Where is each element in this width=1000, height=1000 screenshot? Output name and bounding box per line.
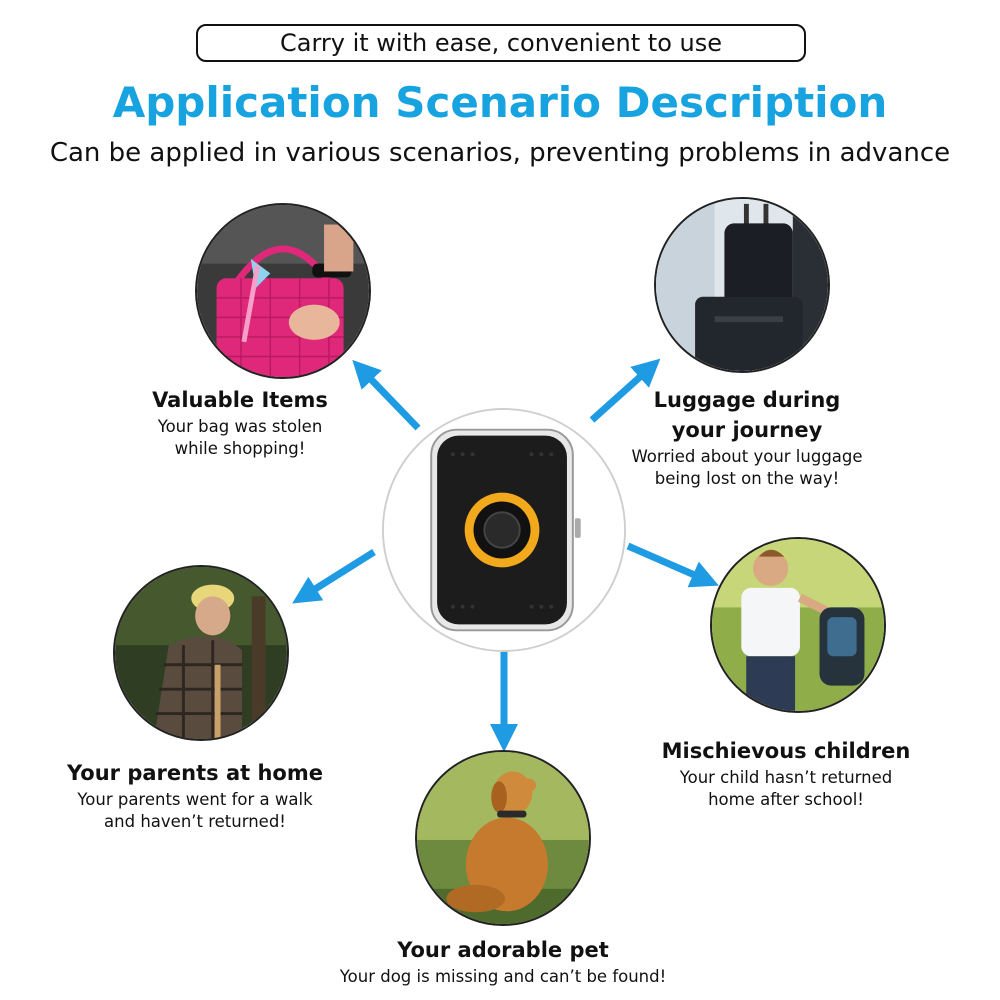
- valuable-items-photo: [195, 203, 371, 379]
- pet-title: Your adorable pet: [397, 938, 609, 962]
- handbag-icon: [197, 205, 369, 377]
- children-photo: [710, 537, 886, 713]
- parents-desc-2: and haven’t returned!: [104, 812, 286, 831]
- child-with-backpack-icon: [712, 539, 884, 711]
- luggage-caption: Luggage during your journey Worried abou…: [617, 385, 877, 489]
- parents-caption: Your parents at home Your parents went f…: [50, 758, 340, 832]
- luggage-desc-1: Worried about your luggage: [631, 447, 863, 466]
- parents-desc-1: Your parents went for a walk: [77, 790, 313, 809]
- page-subtitle: Can be applied in various scenarios, pre…: [49, 138, 951, 168]
- luggage-title-2: your journey: [671, 418, 823, 442]
- pet-photo: [415, 750, 591, 926]
- arrow-to-children: [626, 542, 719, 588]
- tagline-box: Carry it with ease, convenient to use: [196, 24, 806, 62]
- luggage-title: Luggage during: [653, 388, 841, 412]
- elderly-person-icon: [115, 567, 287, 739]
- parents-photo: [113, 565, 289, 741]
- children-title: Mischievous children: [661, 739, 911, 763]
- arrow-to-parents: [292, 549, 376, 604]
- pet-desc-1: Your dog is missing and can’t be found!: [339, 967, 667, 986]
- suitcase-icon: [656, 199, 828, 371]
- children-desc-1: Your child hasn’t returned: [679, 768, 893, 787]
- children-desc-2: home after school!: [708, 790, 864, 809]
- valuable-items-desc-2: while shopping!: [174, 439, 306, 458]
- dog-icon: [417, 752, 589, 924]
- children-caption: Mischievous children Your child hasn’t r…: [646, 736, 926, 810]
- page-title: Application Scenario Description: [112, 78, 888, 127]
- arrow-to-valuable-items: [352, 359, 421, 431]
- tagline-text: Carry it with ease, convenient to use: [279, 29, 723, 57]
- device-circle: [382, 408, 626, 652]
- luggage-desc-2: being lost on the way!: [654, 469, 840, 488]
- luggage-photo: [654, 197, 830, 373]
- gps-tracker-icon: [384, 410, 624, 650]
- parents-title: Your parents at home: [67, 761, 323, 785]
- valuable-items-title: Valuable Items: [152, 388, 328, 412]
- valuable-items-caption: Valuable Items Your bag was stolen while…: [120, 385, 360, 459]
- valuable-items-desc-1: Your bag was stolen: [157, 417, 323, 436]
- pet-caption: Your adorable pet Your dog is missing an…: [300, 935, 706, 987]
